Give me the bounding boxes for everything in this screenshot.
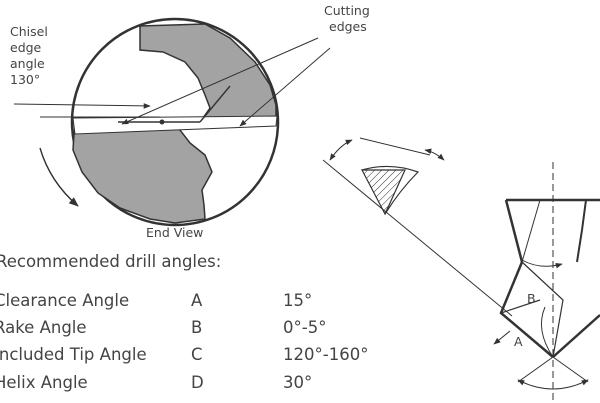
chisel-angle-arrow	[13, 103, 151, 109]
label-b: B	[527, 291, 536, 306]
chisel-label-line-4: 130°	[10, 72, 40, 87]
angle-name: Clearance Angle	[0, 291, 129, 310]
chisel-label-line-1: Chisel	[10, 24, 48, 39]
angle-letter: A	[191, 291, 203, 310]
hatched-wedge	[361, 169, 406, 216]
rotation-arrow-icon	[39, 147, 79, 207]
chisel-label-line-2: edge	[10, 40, 42, 55]
angle-value: 0°-5°	[283, 318, 326, 337]
angle-value: 120°-160°	[283, 345, 368, 364]
cutting-label-line-2: edges	[329, 19, 367, 34]
cutting-edge-arrow-2	[239, 47, 331, 127]
label-a: A	[514, 334, 523, 349]
tip-angle-arc	[517, 379, 589, 390]
end-view-caption: End View	[146, 225, 203, 240]
table-heading: Recommended drill angles:	[0, 252, 221, 271]
angle-value: 30°	[283, 373, 312, 392]
angle-table: Clearance Angle A 15° Rake Angle B 0°-5°…	[0, 291, 368, 392]
clearance-reference-line	[322, 159, 513, 317]
drill-outline-circle	[70, 17, 280, 227]
cutting-edge-arrow-1	[121, 37, 319, 125]
angle-value: 15°	[283, 291, 312, 310]
bottom-flute	[72, 123, 213, 224]
angle-letter: B	[191, 318, 202, 337]
angle-name: Included Tip Angle	[0, 345, 147, 364]
chisel-label-line-3: angle	[10, 56, 45, 71]
drill-left-edge	[499, 199, 554, 358]
side-view: B A	[322, 137, 600, 403]
end-view: Chisel edge angle 130° Cutting edges End…	[10, 3, 370, 240]
cutting-label-line-1: Cutting	[324, 3, 370, 18]
angle-letter: D	[191, 373, 204, 392]
angle-name: Rake Angle	[0, 318, 87, 337]
angle-letter: C	[191, 345, 203, 364]
clearance-arrow-icon	[493, 330, 511, 345]
angle-name: Helix Angle	[0, 373, 88, 392]
top-flute	[139, 23, 277, 125]
